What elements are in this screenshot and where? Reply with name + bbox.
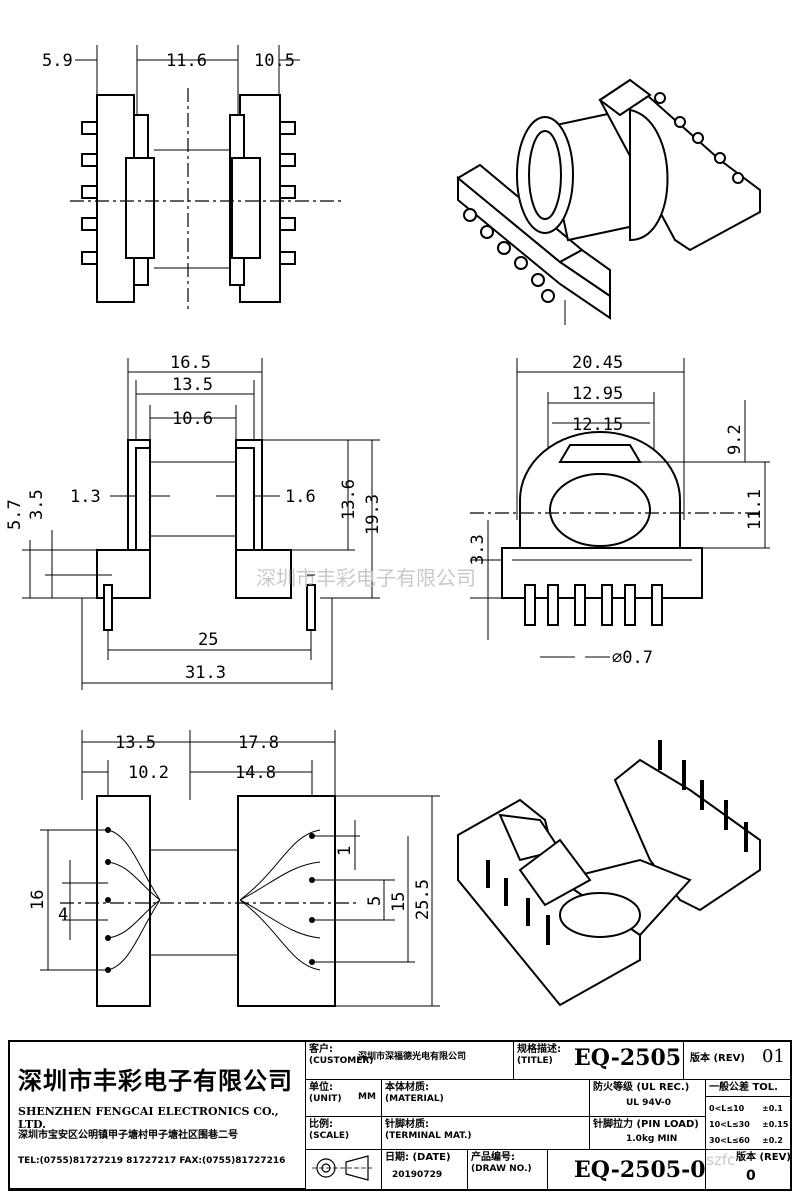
customer-value: 深圳市深福德光电有限公司: [358, 1052, 467, 1062]
material-label: 本体材质:: [385, 1082, 429, 1093]
technical-drawing: 5.9 11.6 10.5: [5, 45, 770, 1007]
rev2-value: 0: [746, 1168, 756, 1184]
dim-front-11-1: 11.1: [745, 489, 765, 530]
dim-bottom-13-5: 13.5: [115, 733, 156, 753]
rev-cell: 版本 (REV) 01: [684, 1042, 790, 1080]
dim-bottom-14-8: 14.8: [235, 763, 276, 783]
tolerance-cell: 一般公差 TOL. 0<L≤10 ±0.1 10<L≤30 ±0.15 30<L…: [706, 1080, 790, 1150]
title-cell: 规格描述: (TITLE) EQ-2505: [514, 1042, 684, 1080]
dim-front-pin-diameter: ⌀0.7: [612, 648, 653, 668]
terminal-label-en: (TERMINAL MAT.): [385, 1131, 472, 1141]
material-label-en: (MATERIAL): [385, 1094, 444, 1104]
title-value: EQ-2505: [574, 1045, 682, 1071]
dim-bottom-17-8: 17.8: [238, 733, 279, 753]
top-view: 5.9 11.6 10.5: [42, 45, 345, 310]
dim-side-13-6: 13.6: [339, 479, 359, 520]
dim-bottom-4: 4: [58, 905, 68, 925]
company-cell: 深圳市丰彩电子有限公司 SHENZHEN FENGCAI ELECTRONICS…: [10, 1042, 306, 1189]
projection-symbol-cell: [306, 1150, 382, 1189]
dim-top-11-6: 11.6: [166, 51, 207, 71]
isometric-view-bottom: [457, 740, 761, 1007]
rev-label: 版本 (REV): [690, 1053, 745, 1064]
fire-rating-cell: 防火等级 (UL REC.) UL 94V-0: [590, 1080, 706, 1117]
unit-label: 单位:: [309, 1082, 333, 1093]
dim-bottom-1: 1: [335, 846, 355, 856]
dim-front-20-45: 20.45: [572, 353, 623, 373]
fire-rating-label: 防火等级 (UL REC.): [593, 1082, 690, 1093]
dim-side-1-6: 1.6: [285, 487, 316, 507]
scale-cell: 比例: (SCALE): [306, 1117, 382, 1150]
draw-number-label-en: (DRAW NO.): [471, 1164, 532, 1174]
dim-side-3-5: 3.5: [27, 489, 47, 520]
front-view: 20.45 12.95 12.15 9.2 11.1 3.3: [468, 353, 770, 668]
dim-front-9-2: 9.2: [725, 424, 745, 455]
scale-label: 比例:: [309, 1119, 333, 1130]
terminal-cell: 针脚材质: (TERMINAL MAT.): [382, 1117, 590, 1150]
tolerance-value-1: ±0.1: [762, 1104, 783, 1113]
unit-label-en: (UNIT): [309, 1094, 342, 1104]
bottom-view: 13.5 17.8 10.2 14.8 16 4: [28, 730, 440, 1007]
dim-side-10-6: 10.6: [172, 409, 213, 429]
dim-front-3-3: 3.3: [468, 534, 488, 565]
company-phone: TEL:(0755)81727219 81727217 FAX:(0755)81…: [18, 1156, 286, 1166]
tolerance-value-2: ±0.15: [762, 1120, 789, 1129]
rev2-label: 版本 (REV): [736, 1152, 790, 1163]
draw-number-label-cell: 产品编号: (DRAW NO.): [468, 1150, 548, 1189]
site-watermark: www.szfc: [706, 1151, 736, 1169]
title-label: 规格描述:: [517, 1044, 561, 1055]
dim-side-1-3: 1.3: [70, 487, 101, 507]
draw-number-label: 产品编号:: [471, 1152, 515, 1163]
tolerance-range-3: 30<L≤60: [709, 1136, 750, 1145]
draw-number-cell: EQ-2505-01: [548, 1150, 706, 1189]
tolerance-range-2: 10<L≤30: [709, 1120, 750, 1129]
dim-bottom-16: 16: [28, 890, 48, 910]
pin-load-label: 针脚拉力 (PIN LOAD): [593, 1119, 699, 1130]
dim-front-12-15: 12.15: [572, 415, 623, 435]
dim-top-5-9: 5.9: [42, 51, 73, 71]
date-value: 20190729: [392, 1170, 443, 1180]
date-cell: 日期: (DATE) 20190729: [382, 1150, 468, 1189]
date-label: 日期: (DATE): [385, 1152, 451, 1163]
fire-rating-value: UL 94V-0: [626, 1098, 672, 1108]
tolerance-label: 一般公差 TOL.: [709, 1082, 778, 1093]
pin-load-cell: 针脚拉力 (PIN LOAD) 1.0kg MIN: [590, 1117, 706, 1150]
unit-value: MM: [358, 1092, 376, 1102]
customer-label-en: (CUSTOMER): [309, 1056, 374, 1066]
dim-bottom-15: 15: [389, 892, 409, 912]
dim-front-12-95: 12.95: [572, 384, 623, 404]
customer-label: 客户:: [309, 1044, 333, 1055]
company-address: 深圳市宝安区公明镇甲子塘村甲子塘社区围巷二号: [18, 1130, 238, 1141]
terminal-label: 针脚材质:: [385, 1119, 429, 1130]
side-view: 16.5 13.5 10.6 1.3 1.6 5.7 3.5: [5, 353, 383, 690]
tolerance-value-3: ±0.2: [762, 1136, 783, 1145]
pin-load-value: 1.0kg MIN: [626, 1134, 678, 1144]
tolerance-range-1: 0<L≤10: [709, 1104, 745, 1113]
title-block: 深圳市丰彩电子有限公司 SHENZHEN FENGCAI ELECTRONICS…: [8, 1040, 792, 1191]
dim-side-13-5: 13.5: [172, 375, 213, 395]
scale-label-en: (SCALE): [309, 1131, 350, 1141]
dim-side-31-3: 31.3: [185, 663, 226, 683]
draw-number-value: EQ-2505-01: [574, 1157, 706, 1183]
unit-cell: 单位: (UNIT) MM: [306, 1080, 382, 1117]
dim-bottom-25-5: 25.5: [413, 879, 433, 920]
customer-cell: 客户: (CUSTOMER) 深圳市深福德光电有限公司: [306, 1042, 514, 1080]
isometric-view-top: [456, 78, 761, 325]
dim-bottom-10-2: 10.2: [128, 763, 169, 783]
dim-side-25: 25: [198, 630, 218, 650]
dim-side-5-7: 5.7: [5, 499, 25, 530]
company-name-cn: 深圳市丰彩电子有限公司: [18, 1067, 293, 1095]
material-cell: 本体材质: (MATERIAL): [382, 1080, 590, 1117]
dim-bottom-5: 5: [365, 896, 385, 906]
dim-side-19-3: 19.3: [363, 494, 383, 535]
title-label-en: (TITLE): [517, 1056, 553, 1066]
dim-side-16-5: 16.5: [170, 353, 211, 373]
company-name-en: SHENZHEN FENGCAI ELECTRONICS CO., LTD.: [18, 1105, 279, 1131]
rev-value: 01: [762, 1046, 785, 1067]
rev2-cell: 版本 (REV) 0 www.szfc: [706, 1150, 790, 1189]
watermark: 深圳市丰彩电子有限公司: [256, 566, 476, 590]
dim-top-10-5: 10.5: [254, 51, 295, 71]
projection-symbol-icon: [312, 1155, 372, 1181]
